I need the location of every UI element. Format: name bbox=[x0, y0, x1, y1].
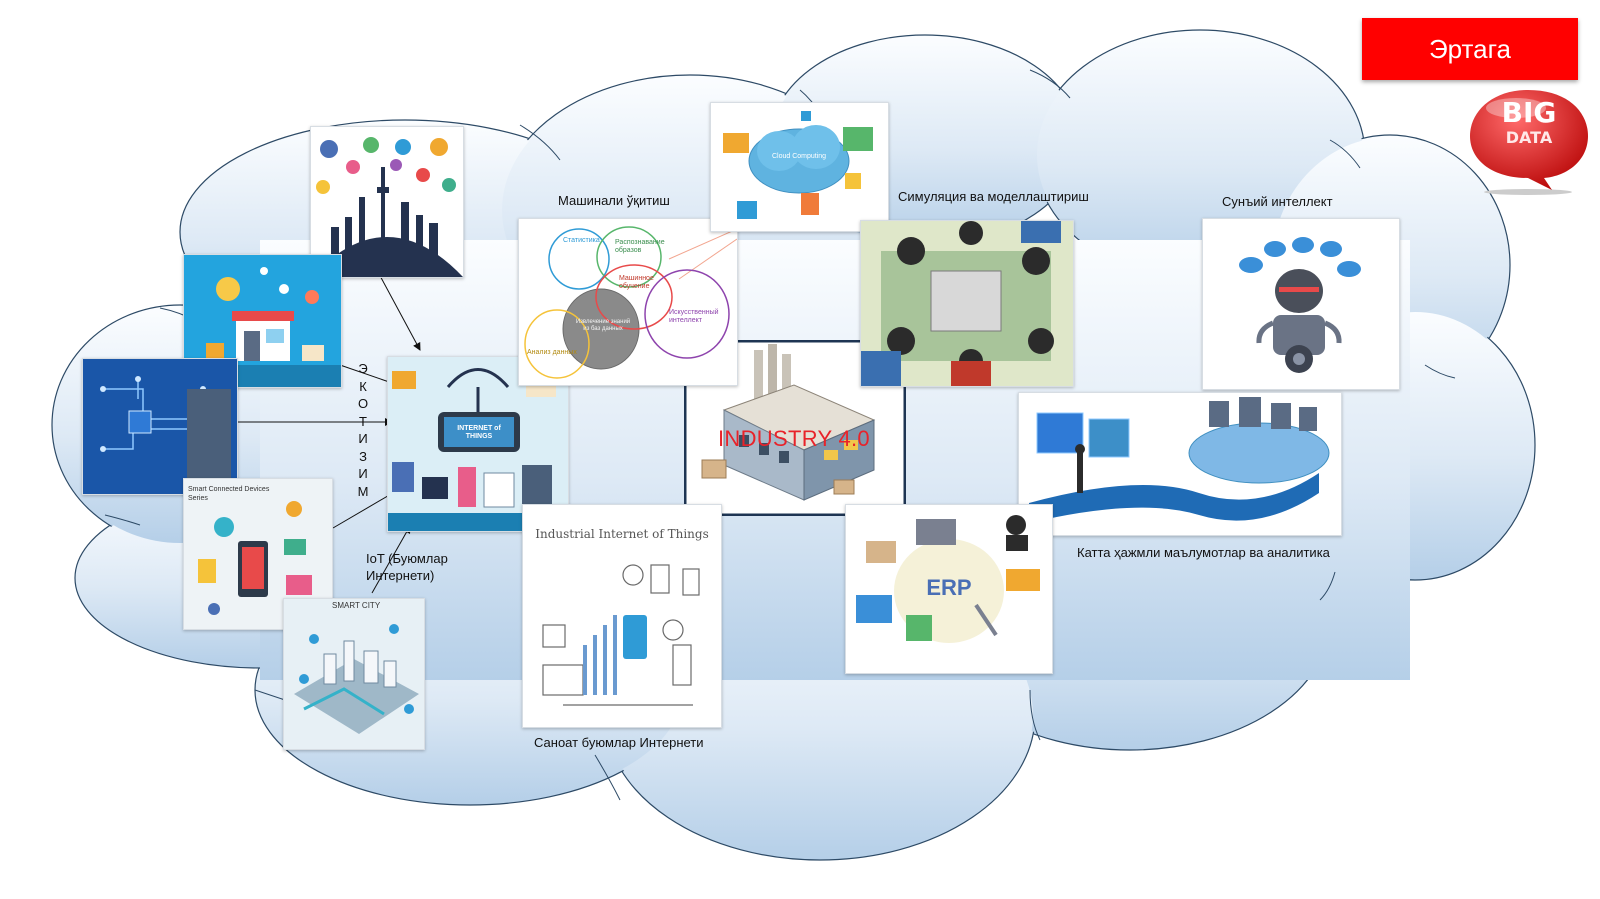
city-skyline-icon bbox=[311, 137, 463, 277]
circuit-icon bbox=[83, 359, 237, 494]
ai-label: Сунъий интеллект bbox=[1222, 194, 1333, 209]
venn-label-ml: Машинное обучение bbox=[619, 275, 654, 290]
venn-label-ai: Искусственный интеллект bbox=[669, 309, 719, 324]
big-data-logo-icon bbox=[1470, 90, 1588, 195]
iiot-title: Industrial Internet of Things bbox=[535, 527, 709, 541]
smart-devices-title: Smart Connected Devices Series bbox=[188, 486, 270, 502]
ecosystem-letter: И bbox=[358, 466, 368, 481]
venn-diagram-icon bbox=[524, 226, 737, 379]
team-collaboration-icon bbox=[861, 221, 1061, 386]
industrial-iot-icon bbox=[542, 564, 700, 706]
erp-icon bbox=[856, 515, 1040, 643]
simulation-tile bbox=[860, 220, 1074, 387]
ecosystem-letter: Э bbox=[358, 361, 368, 376]
cloud-computing-tile: Cloud Computing bbox=[710, 102, 889, 232]
ecosystem-letter: Т bbox=[359, 413, 367, 429]
iiot-label: Саноат буюмлар Интернети bbox=[534, 735, 704, 750]
ecosystem-vertical-label: Э К О Т И З И М bbox=[356, 360, 370, 500]
smart-city-title: SMART CITY bbox=[332, 601, 381, 610]
machine-learning-tile: Статистика Распознавание образов Машинно… bbox=[518, 218, 738, 386]
iot-label: IoT (Буюмлар Интернети) bbox=[366, 551, 448, 583]
robot-icon bbox=[1239, 237, 1361, 373]
ecosystem-letter: З bbox=[359, 448, 367, 464]
tomorrow-badge: Эртага bbox=[1362, 18, 1578, 80]
venn-label-pattern: Распознавание образов bbox=[615, 239, 665, 254]
ai-tile bbox=[1202, 218, 1400, 390]
analytics-platform-icon bbox=[1029, 397, 1330, 523]
big-data-logo-data: DATA bbox=[1505, 128, 1553, 147]
machine-learning-label: Машинали ўқитиш bbox=[558, 193, 670, 208]
ecosystem-letter: М bbox=[357, 483, 369, 499]
ecosystem-letter: О bbox=[357, 396, 369, 411]
venn-label-data-analysis: Анализ данных bbox=[527, 349, 577, 356]
smart-city-tile: SMART CITY bbox=[283, 598, 425, 750]
erp-tile: ERP bbox=[845, 504, 1053, 674]
iot-hub-title: INTERNET of THINGS bbox=[457, 425, 501, 440]
big-data-analytics-label: Катта ҳажмли маълумотлар ва аналитика bbox=[1077, 545, 1330, 560]
cloud-computing-title: Cloud Computing bbox=[771, 153, 827, 160]
big-data-analytics-tile bbox=[1018, 392, 1342, 536]
city-map-icon bbox=[294, 624, 419, 734]
big-data-logo: BIG DATA bbox=[1468, 86, 1590, 196]
simulation-label: Симуляция ва моделлаштириш bbox=[898, 189, 1089, 204]
iot-hub-icon bbox=[388, 368, 568, 531]
erp-title: ERP bbox=[926, 575, 972, 600]
venn-label-kdd: Извлечение знаний из баз данных bbox=[575, 319, 631, 332]
iiot-tile: Industrial Internet of Things bbox=[522, 504, 722, 728]
ecosystem-letter: К bbox=[359, 378, 367, 394]
big-data-logo-big: BIG bbox=[1501, 96, 1557, 129]
venn-label-statistics: Статистика bbox=[563, 237, 600, 244]
cloud-computing-icon bbox=[723, 111, 873, 219]
ecosystem-letter: И bbox=[358, 431, 368, 446]
factory-icon bbox=[701, 344, 876, 501]
smart-city-skyline-tile bbox=[310, 126, 464, 278]
industry40-label: INDUSTRY 4.0 bbox=[718, 426, 870, 451]
connected-tech-tile bbox=[82, 358, 238, 495]
smart-retail-tile bbox=[183, 254, 342, 388]
smartphone-icon bbox=[198, 501, 312, 620]
